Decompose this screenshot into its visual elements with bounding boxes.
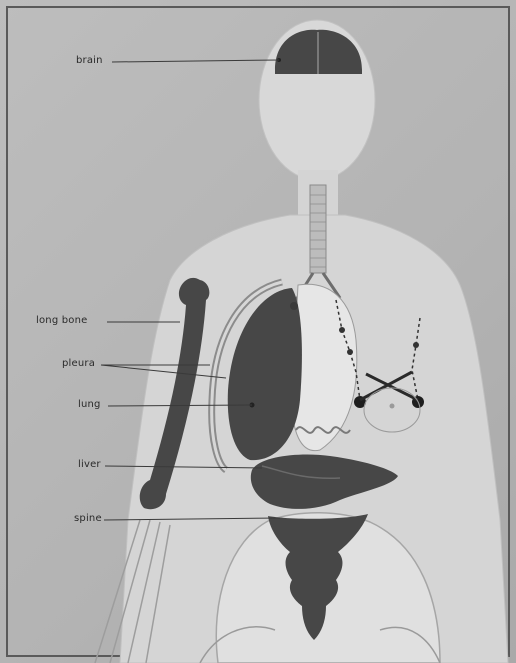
lung-label: lung — [78, 399, 101, 410]
liver-label: liver — [78, 459, 101, 470]
brain-label: brain — [76, 55, 103, 66]
pleura-label: pleura — [62, 358, 95, 369]
spine-label: spine — [74, 513, 102, 524]
brain-leader — [112, 60, 279, 62]
long-bone-label: long bone — [36, 315, 88, 326]
